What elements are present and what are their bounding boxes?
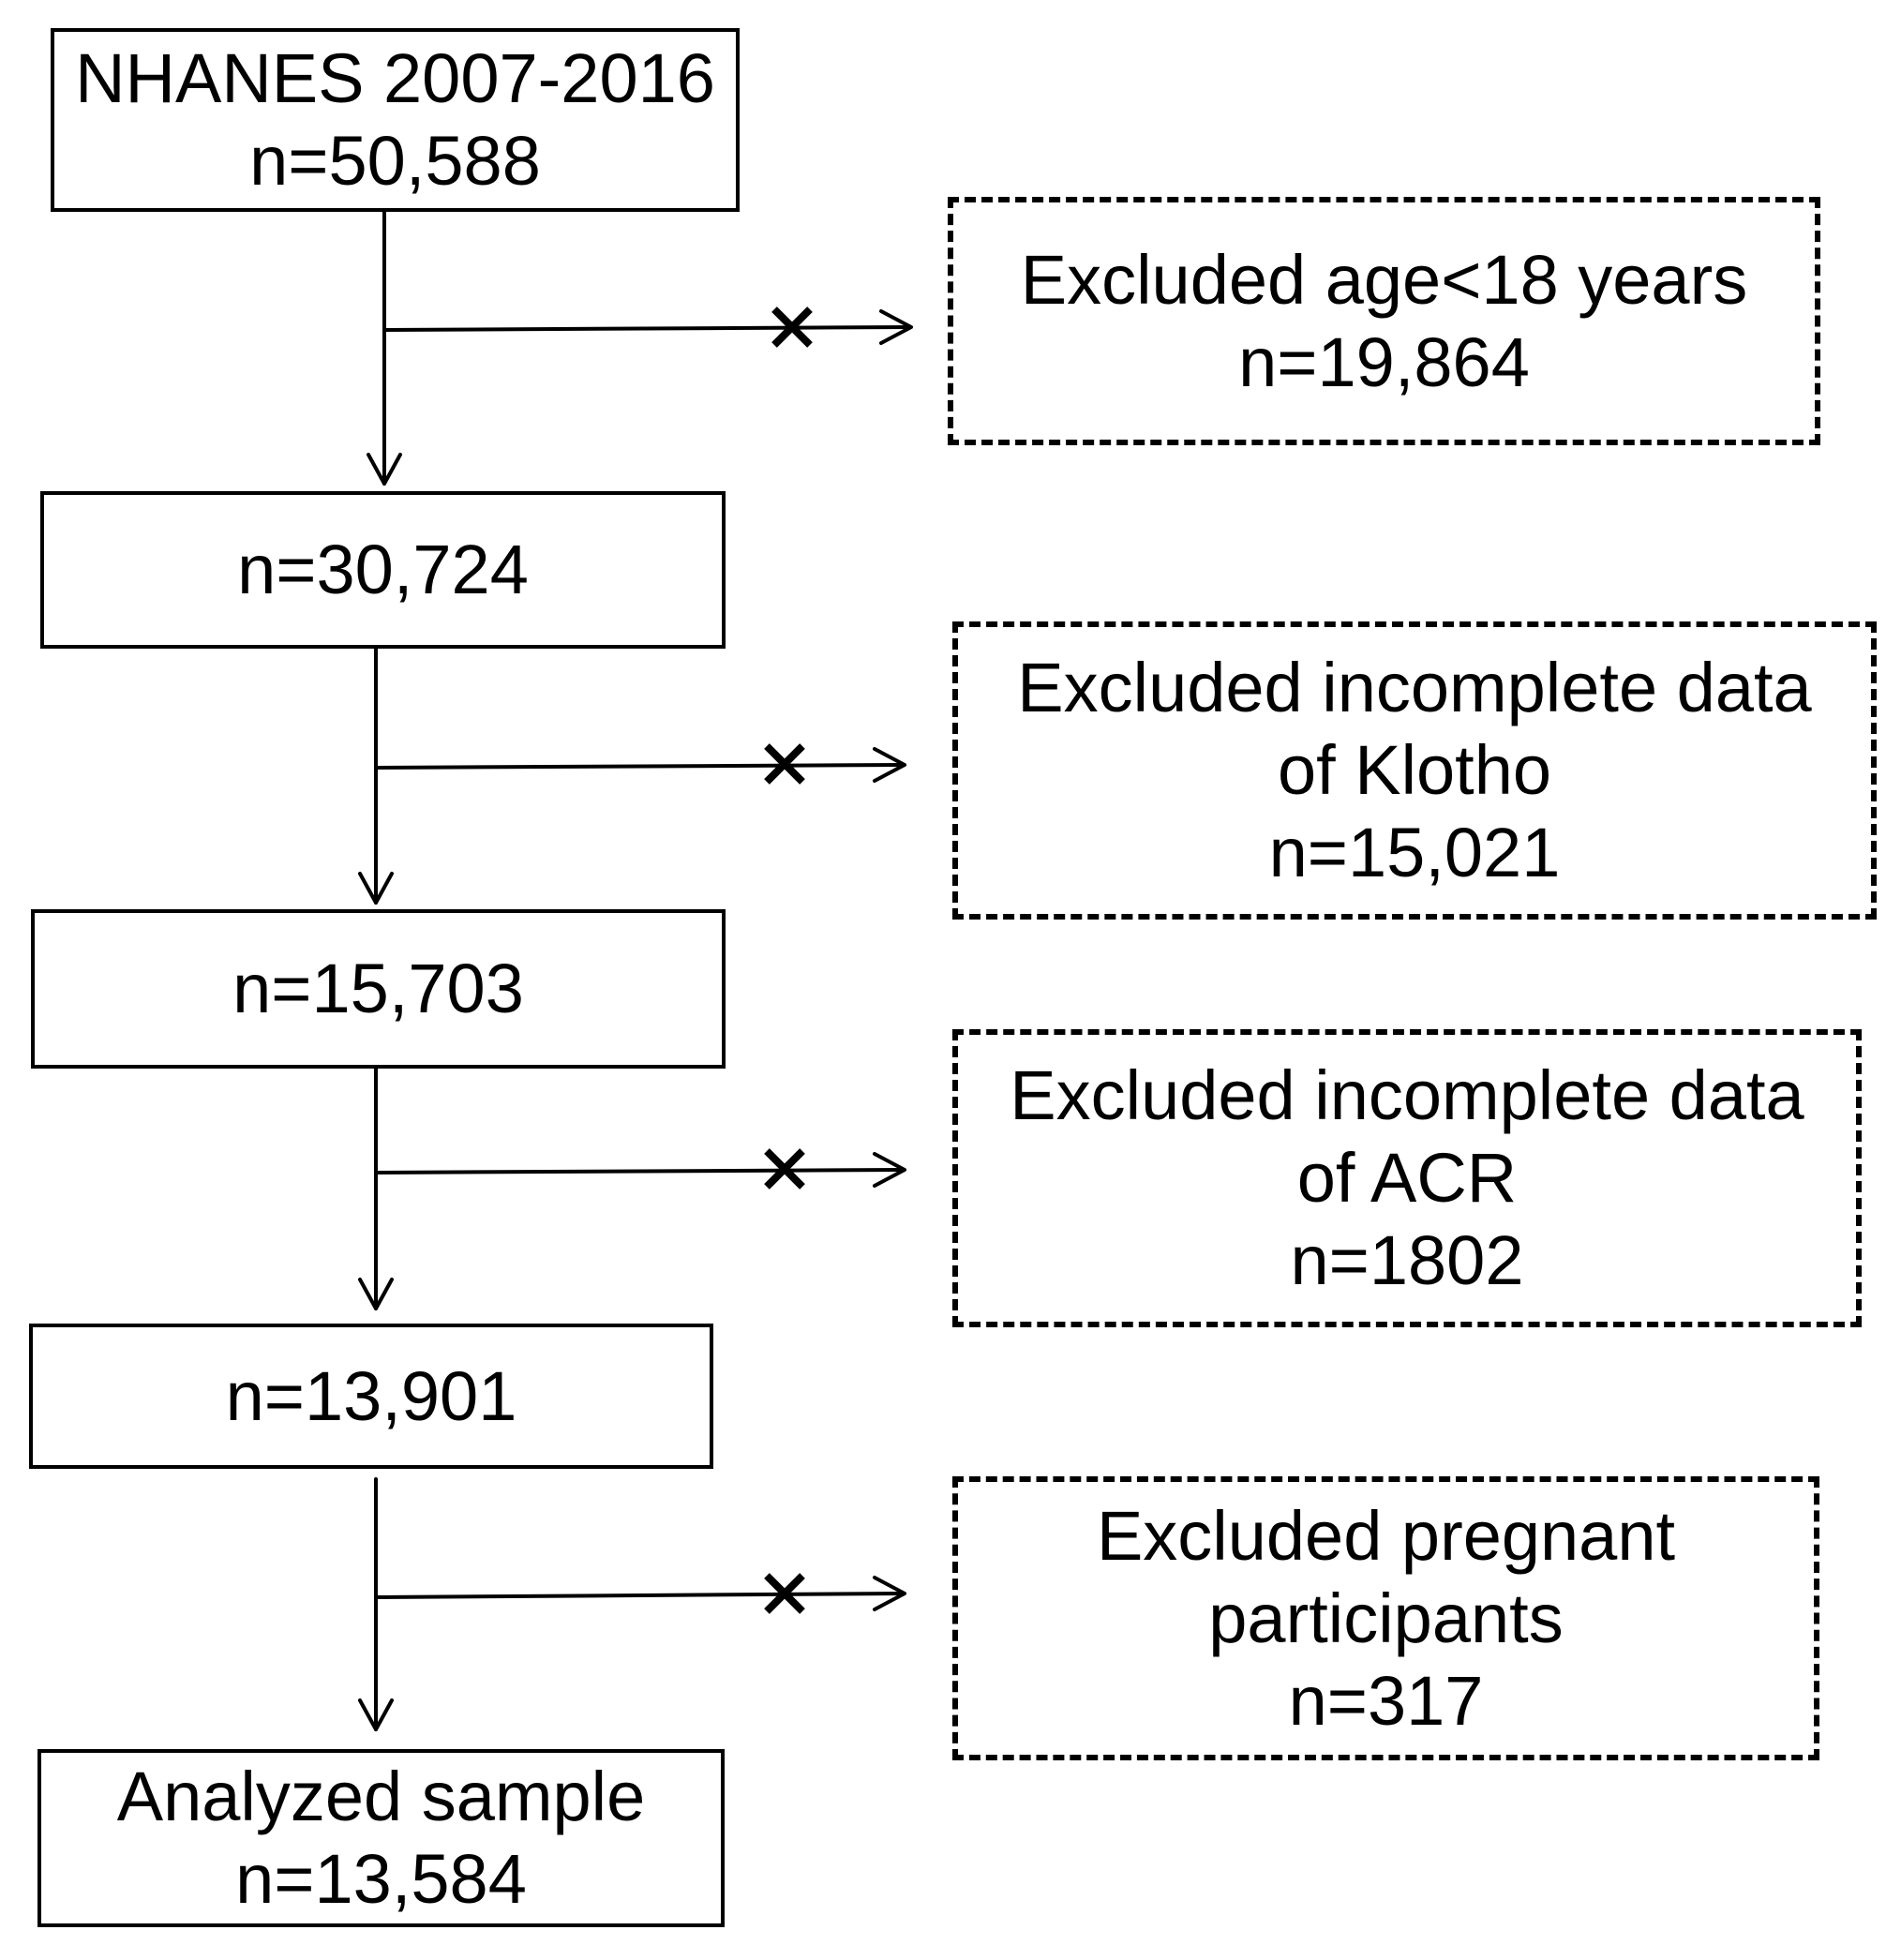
main-box-stage-4: n=13,901: [29, 1324, 713, 1469]
exclusion-x-icon-4: [764, 1573, 805, 1614]
down-arrowhead-3: [358, 1278, 394, 1310]
stage-2-count: n=30,724: [237, 531, 529, 608]
exclusion-klotho-label-2: of Klotho: [1277, 731, 1552, 809]
exclusion-acr-label-1: Excluded incomplete data: [1010, 1056, 1804, 1134]
right-arrowhead-3: [873, 1152, 906, 1188]
exclusion-pregnant-label-1: Excluded pregnant: [1096, 1496, 1676, 1575]
analyzed-title: Analyzed sample: [116, 1758, 646, 1835]
main-box-source: NHANES 2007-2016 n=50,588: [51, 28, 740, 212]
exclusion-acr-count: n=1802: [1290, 1221, 1524, 1299]
exclusion-klotho-label-1: Excluded incomplete data: [1017, 649, 1812, 726]
exclusion-age-count: n=19,864: [1238, 322, 1530, 401]
exclusion-branch-2: [374, 763, 905, 770]
main-box-stage-2: n=30,724: [40, 491, 726, 649]
down-arrowhead-4: [358, 1698, 394, 1731]
stage-3-count: n=15,703: [232, 950, 524, 1027]
right-arrowhead-1: [879, 309, 913, 345]
exclusion-box-pregnant: Excluded pregnant participants n=317: [952, 1476, 1819, 1760]
analyzed-count: n=13,584: [235, 1840, 527, 1918]
exclusion-box-klotho: Excluded incomplete data of Klotho n=15,…: [952, 621, 1877, 920]
exclusion-pregnant-count: n=317: [1288, 1661, 1484, 1740]
down-arrowhead-2: [358, 872, 394, 905]
down-arrowhead-1: [367, 453, 402, 486]
source-title: NHANES 2007-2016: [75, 39, 715, 117]
exclusion-klotho-count: n=15,021: [1268, 814, 1561, 891]
main-box-analyzed: Analyzed sample n=13,584: [37, 1749, 725, 1927]
exclusion-pregnant-label-2: participants: [1208, 1578, 1564, 1657]
exclusion-acr-label-2: of ACR: [1296, 1139, 1518, 1217]
exclusion-box-age: Excluded age<18 years n=19,864: [948, 197, 1820, 445]
exclusion-branch-3: [374, 1168, 905, 1175]
exclusion-x-icon-2: [764, 743, 805, 785]
right-arrowhead-4: [873, 1576, 906, 1611]
stage-4-count: n=13,901: [225, 1356, 517, 1435]
exclusion-branch-4: [374, 1592, 905, 1599]
exclusion-box-acr: Excluded incomplete data of ACR n=1802: [952, 1029, 1862, 1327]
exclusion-x-icon-3: [764, 1148, 805, 1189]
right-arrowhead-2: [873, 747, 906, 783]
main-box-stage-3: n=15,703: [31, 909, 726, 1069]
exclusion-age-label: Excluded age<18 years: [1020, 240, 1748, 319]
exclusion-branch-1: [382, 325, 911, 332]
source-count: n=50,588: [249, 122, 541, 200]
exclusion-x-icon-1: [771, 307, 813, 348]
